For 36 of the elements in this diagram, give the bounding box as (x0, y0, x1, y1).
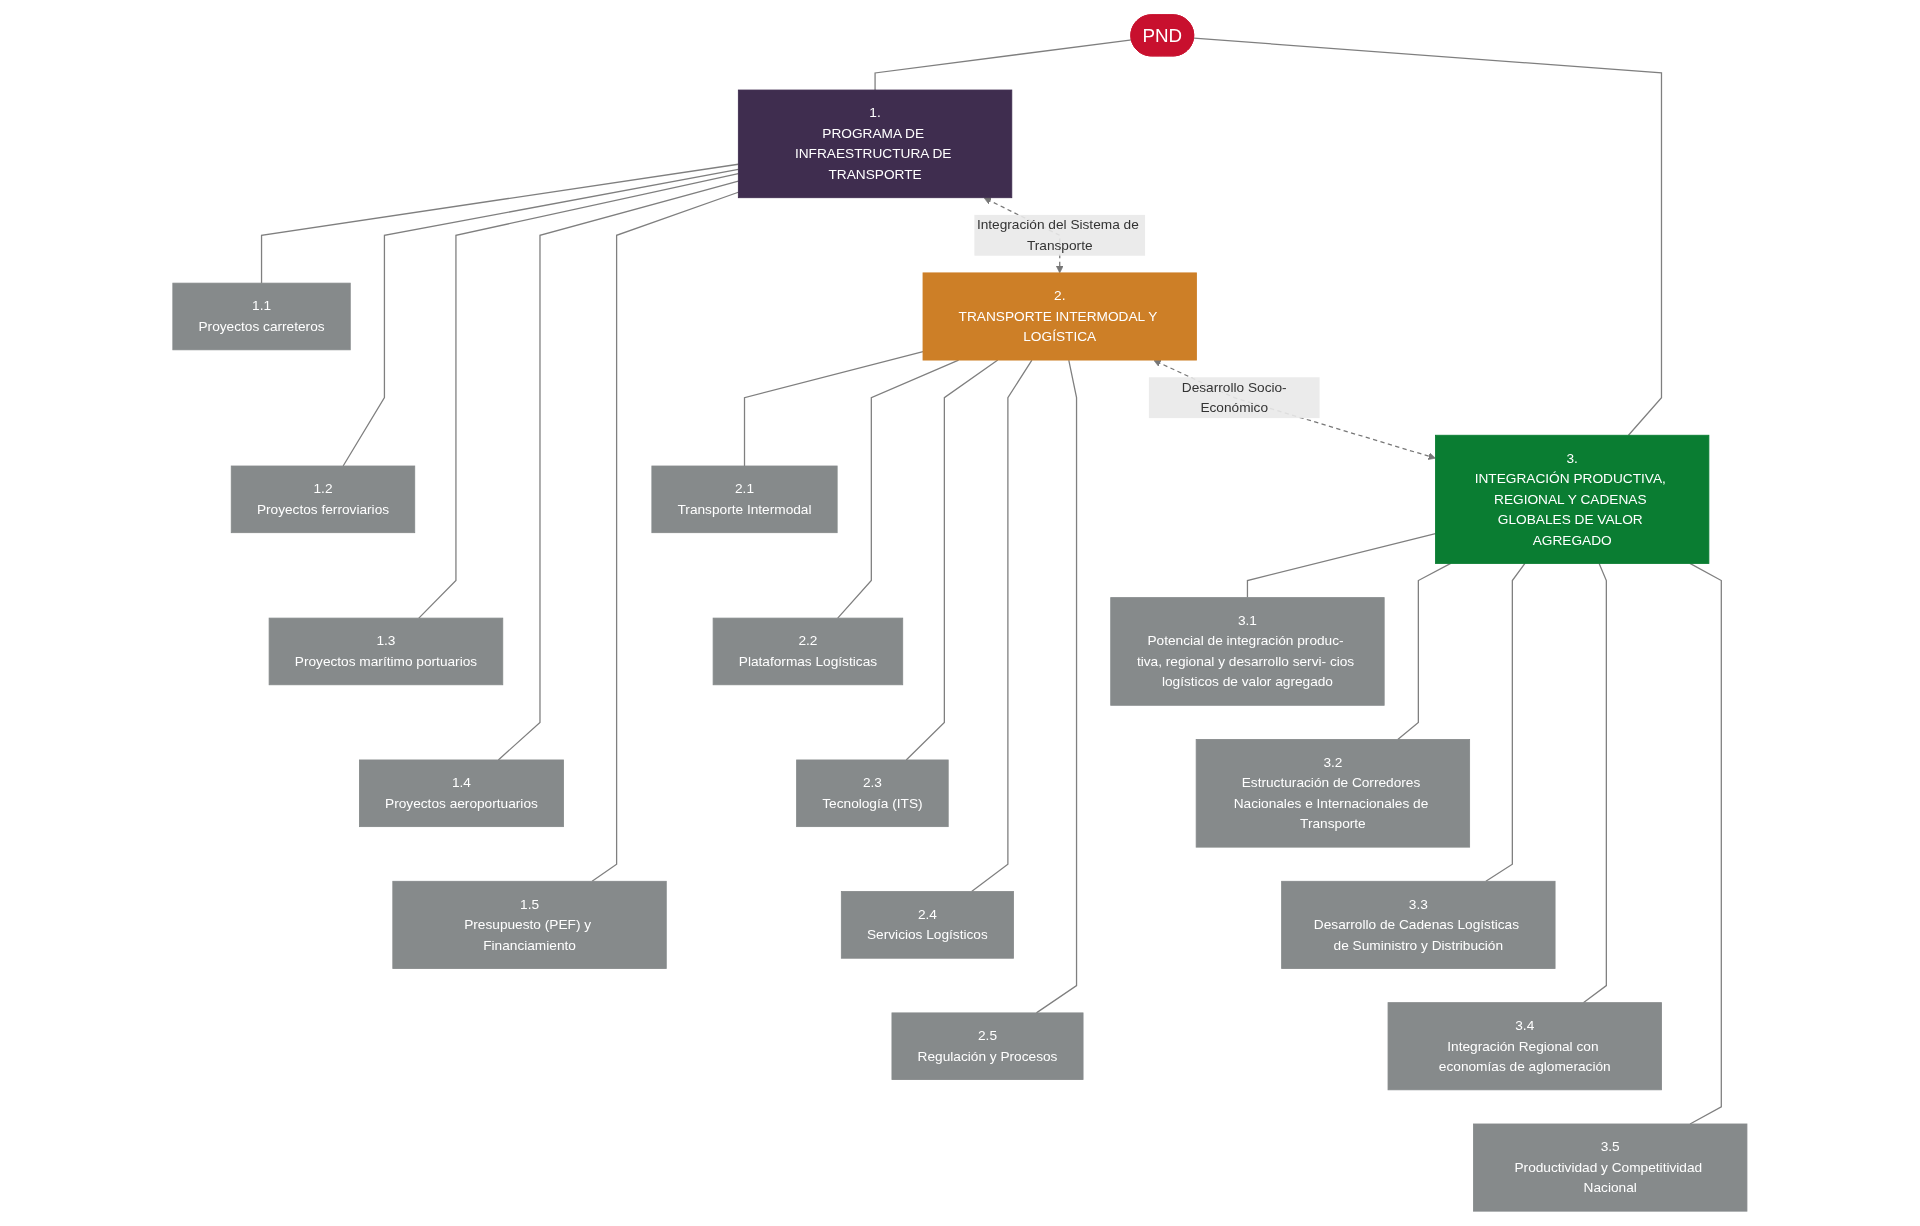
node-box (1435, 434, 1710, 564)
connector (1485, 562, 1526, 882)
connector (1397, 562, 1452, 741)
connector (418, 173, 740, 619)
connector (591, 191, 740, 882)
node-box (1281, 880, 1556, 969)
node-box (230, 465, 416, 534)
node-box (796, 759, 949, 828)
node-box (1473, 1123, 1748, 1212)
edge-label: Desarrollo Socio-Económico (1181, 379, 1287, 415)
connector (744, 351, 924, 467)
node-box (359, 759, 564, 828)
node-box (392, 880, 667, 969)
node-box (651, 465, 838, 534)
connector (497, 180, 740, 761)
node-box (1387, 1002, 1663, 1091)
connector (1035, 359, 1078, 1014)
connector (1193, 37, 1663, 436)
edge-label: Integración del Sistema de Transporte (977, 217, 1139, 253)
connector (905, 359, 999, 761)
node-box (712, 617, 904, 686)
node-box (1110, 597, 1385, 706)
connector (1246, 532, 1437, 599)
connector (1582, 562, 1608, 1004)
node-box (891, 1012, 1084, 1080)
connector (874, 39, 1133, 91)
node-box (1195, 739, 1471, 848)
node-box (738, 89, 1013, 199)
node-box (172, 282, 351, 351)
connector (971, 359, 1033, 893)
node-box (922, 272, 1197, 361)
connector (1689, 562, 1723, 1125)
connector (261, 163, 740, 284)
node-box (268, 617, 504, 686)
node-box (841, 891, 1014, 959)
connector (342, 168, 740, 467)
